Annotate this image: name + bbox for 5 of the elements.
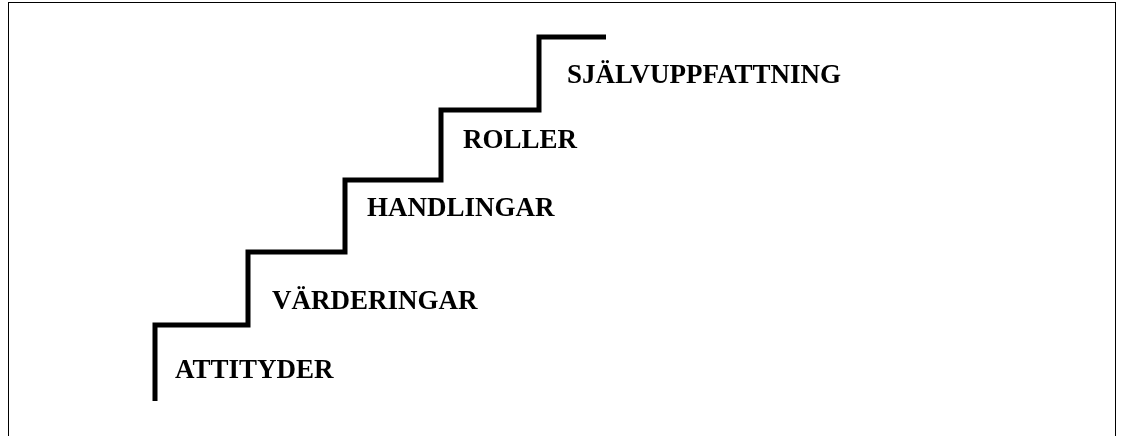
step-label: SJÄLVUPPFATTNING — [567, 59, 842, 89]
step-label: HANDLINGAR — [367, 192, 555, 222]
step-label: ROLLER — [463, 124, 578, 154]
step-label: VÄRDERINGAR — [272, 285, 478, 315]
step-label: ATTITYDER — [175, 354, 334, 384]
